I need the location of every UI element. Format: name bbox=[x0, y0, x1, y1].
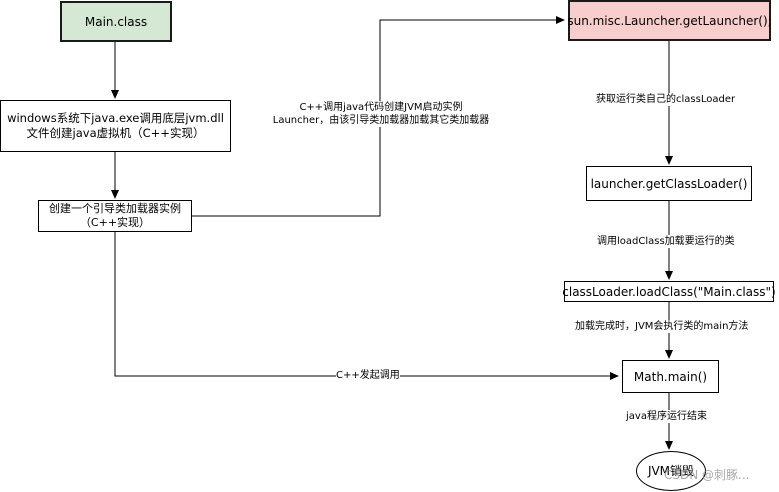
edge-label-cpp-call-java: C++调用java代码创建JVM启动实例 Launcher，由该引导类加载器加载… bbox=[258, 101, 504, 127]
main-class-node: Main.class bbox=[60, 1, 172, 42]
get-class-loader-node: launcher.getClassLoader() bbox=[586, 166, 752, 201]
edge-label-call-load-class: 调用loadClass加载要运行的类 bbox=[597, 235, 735, 248]
math-main-node: Math.main() bbox=[622, 360, 719, 393]
jvm-destroy-node: JVM销毁 bbox=[636, 451, 706, 491]
edge-label-cpp-call-java-line2: Launcher，由该引导类加载器加载其它类加载器 bbox=[272, 115, 490, 126]
edge-bootstrap-to-mathmain bbox=[114, 232, 619, 380]
watermark: CSDN @刺豚... bbox=[664, 468, 750, 482]
edge-label-cpp-invoke: C++发起调用 bbox=[336, 369, 400, 382]
windows-jvm-create-node: windows系统下java.exe调用底层jvm.dll文件创建java虚拟机… bbox=[0, 100, 231, 152]
bootstrap-loader-node: 创建一个引导类加载器实例（C++实现） bbox=[38, 200, 192, 232]
edge-label-cpp-call-java-line1: C++调用java代码创建JVM启动实例 bbox=[299, 102, 463, 113]
launcher-node: sun.misc.Launcher.getLauncher(); bbox=[567, 0, 772, 41]
edge-label-get-own-loader: 获取运行类自己的classLoader bbox=[596, 93, 736, 106]
load-class-node: classLoader.loadClass("Main.class") bbox=[562, 281, 776, 302]
edge-label-load-done: 加载完成时，JVM会执行类的main方法 bbox=[575, 320, 749, 333]
edge-label-program-end: java程序运行结束 bbox=[626, 410, 707, 423]
